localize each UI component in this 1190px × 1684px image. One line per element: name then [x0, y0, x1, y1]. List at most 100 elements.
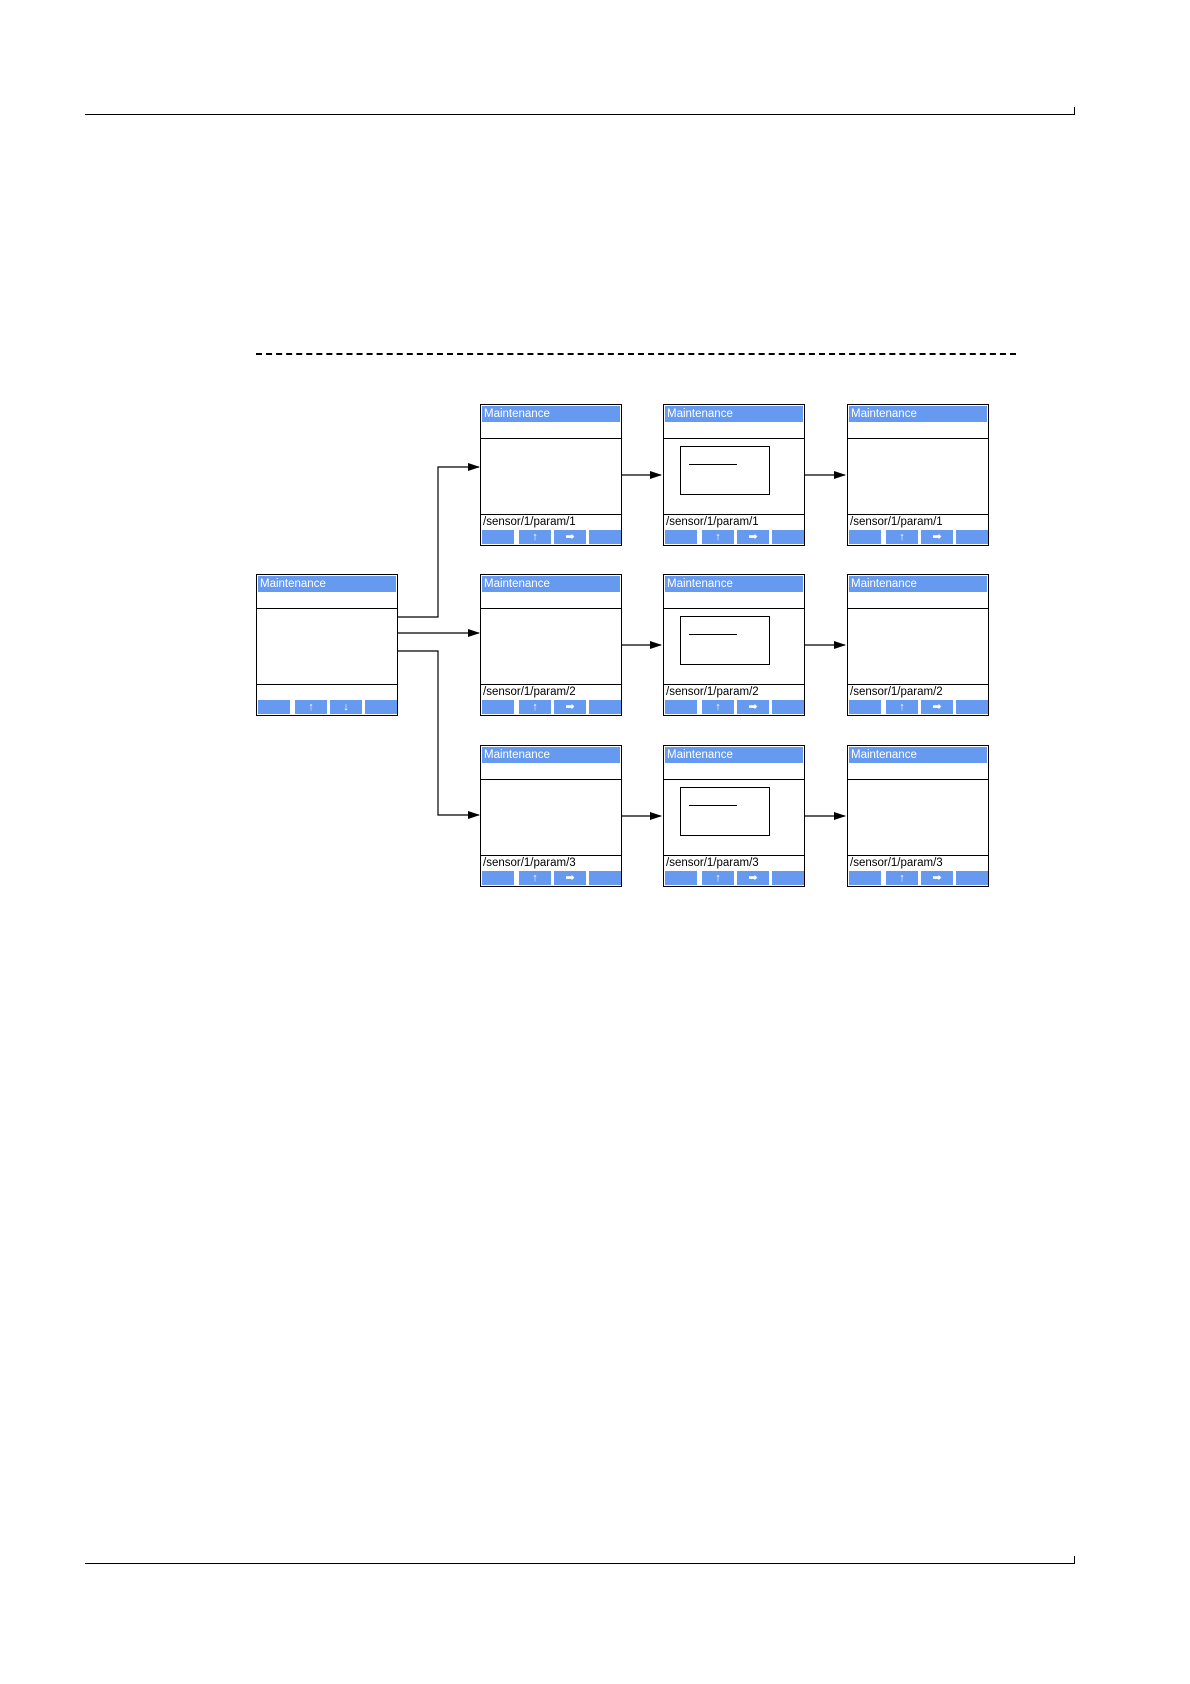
- screen-divider: [664, 514, 804, 515]
- up-arrow-key[interactable]: ↑: [519, 700, 551, 714]
- right-arrow-key[interactable]: ➡: [921, 530, 953, 544]
- up-arrow-key[interactable]: ↑: [295, 700, 327, 714]
- param-3-screen-edit: Maintenance /sensor/1/param/3 ↑ ➡: [663, 745, 805, 887]
- up-arrow-key[interactable]: ↑: [886, 871, 918, 885]
- softkey-right[interactable]: [772, 530, 804, 544]
- softkey-right[interactable]: [772, 871, 804, 885]
- right-arrow-key[interactable]: ➡: [554, 871, 586, 885]
- softkey-bar: ↑ ➡: [849, 700, 988, 714]
- edit-field: [689, 805, 737, 806]
- param-path: /sensor/1/param/1: [666, 516, 759, 528]
- screen-title: Maintenance: [665, 576, 803, 592]
- softkey-right[interactable]: [589, 530, 621, 544]
- main-menu-screen: Maintenance ↑ ↓: [256, 574, 398, 716]
- softkey-left[interactable]: [258, 700, 290, 714]
- screen-divider: [481, 779, 621, 780]
- up-arrow-key[interactable]: ↑: [702, 700, 734, 714]
- param-path: /sensor/1/param/3: [850, 857, 943, 869]
- screen-title: Maintenance: [258, 576, 396, 592]
- up-arrow-key[interactable]: ↑: [886, 530, 918, 544]
- screen-divider: [481, 684, 621, 685]
- softkey-left[interactable]: [849, 530, 881, 544]
- param-path: /sensor/1/param/3: [666, 857, 759, 869]
- param-3-screen-select: Maintenance /sensor/1/param/3 ↑ ➡: [480, 745, 622, 887]
- screen-title: Maintenance: [665, 406, 803, 422]
- screen-title: Maintenance: [849, 576, 987, 592]
- softkey-left[interactable]: [482, 700, 514, 714]
- softkey-left[interactable]: [849, 700, 881, 714]
- softkey-left[interactable]: [482, 871, 514, 885]
- screen-divider: [664, 684, 804, 685]
- softkey-left[interactable]: [482, 530, 514, 544]
- up-arrow-key[interactable]: ↑: [702, 530, 734, 544]
- softkey-bar: ↑ ➡: [665, 530, 804, 544]
- softkey-bar: ↑ ➡: [482, 530, 621, 544]
- softkey-right[interactable]: [365, 700, 397, 714]
- softkey-right[interactable]: [956, 530, 988, 544]
- edit-field: [689, 464, 737, 465]
- softkey-right[interactable]: [589, 700, 621, 714]
- right-arrow-key[interactable]: ➡: [554, 700, 586, 714]
- param-path: /sensor/1/param/1: [850, 516, 943, 528]
- screen-divider: [848, 684, 988, 685]
- softkey-bar: ↑ ➡: [482, 871, 621, 885]
- screen-divider: [664, 855, 804, 856]
- right-arrow-key[interactable]: ➡: [737, 700, 769, 714]
- softkey-bar: ↑ ➡: [849, 871, 988, 885]
- softkey-right[interactable]: [956, 871, 988, 885]
- param-1-screen-edit: Maintenance /sensor/1/param/1 ↑ ➡: [663, 404, 805, 546]
- screen-divider: [848, 608, 988, 609]
- screen-divider: [848, 779, 988, 780]
- screen-title: Maintenance: [482, 576, 620, 592]
- edit-dialog[interactable]: [680, 446, 770, 495]
- edit-dialog[interactable]: [680, 616, 770, 665]
- screen-title: Maintenance: [665, 747, 803, 763]
- screen-divider: [481, 514, 621, 515]
- screen-divider: [481, 438, 621, 439]
- param-2-screen-result: Maintenance /sensor/1/param/2 ↑ ➡: [847, 574, 989, 716]
- softkey-right[interactable]: [589, 871, 621, 885]
- screen-divider: [848, 514, 988, 515]
- screen-divider: [664, 779, 804, 780]
- param-1-screen-select: Maintenance /sensor/1/param/1 ↑ ➡: [480, 404, 622, 546]
- screen-divider: [664, 608, 804, 609]
- up-arrow-key[interactable]: ↑: [519, 871, 551, 885]
- param-path: /sensor/1/param/2: [483, 686, 576, 698]
- right-arrow-key[interactable]: ➡: [737, 530, 769, 544]
- screen-divider: [257, 608, 397, 609]
- right-arrow-key[interactable]: ➡: [921, 700, 953, 714]
- header-rule-tick: [1074, 107, 1075, 115]
- softkey-left[interactable]: [665, 700, 697, 714]
- softkey-right[interactable]: [956, 700, 988, 714]
- param-2-screen-edit: Maintenance /sensor/1/param/2 ↑ ➡: [663, 574, 805, 716]
- screen-title: Maintenance: [849, 747, 987, 763]
- up-arrow-key[interactable]: ↑: [519, 530, 551, 544]
- param-2-screen-select: Maintenance /sensor/1/param/2 ↑ ➡: [480, 574, 622, 716]
- right-arrow-key[interactable]: ➡: [921, 871, 953, 885]
- right-arrow-key[interactable]: ➡: [737, 871, 769, 885]
- up-arrow-key[interactable]: ↑: [886, 700, 918, 714]
- footer-rule: [85, 1556, 1075, 1564]
- screen-divider: [257, 684, 397, 685]
- screen-divider: [481, 855, 621, 856]
- down-arrow-key[interactable]: ↓: [330, 700, 362, 714]
- screen-divider: [664, 438, 804, 439]
- screen-title: Maintenance: [482, 406, 620, 422]
- softkey-bar: ↑ ➡: [849, 530, 988, 544]
- param-path: /sensor/1/param/2: [850, 686, 943, 698]
- edit-dialog[interactable]: [680, 787, 770, 836]
- softkey-left[interactable]: [665, 530, 697, 544]
- softkey-left[interactable]: [665, 871, 697, 885]
- softkey-right[interactable]: [772, 700, 804, 714]
- up-arrow-key[interactable]: ↑: [702, 871, 734, 885]
- screen-divider: [481, 608, 621, 609]
- screen-title: Maintenance: [849, 406, 987, 422]
- param-1-screen-result: Maintenance /sensor/1/param/1 ↑ ➡: [847, 404, 989, 546]
- softkey-bar: ↑ ➡: [665, 700, 804, 714]
- screen-title: Maintenance: [482, 747, 620, 763]
- param-3-screen-result: Maintenance /sensor/1/param/3 ↑ ➡: [847, 745, 989, 887]
- softkey-left[interactable]: [849, 871, 881, 885]
- right-arrow-key[interactable]: ➡: [554, 530, 586, 544]
- param-path: /sensor/1/param/2: [666, 686, 759, 698]
- softkey-bar: ↑ ↓: [258, 700, 397, 714]
